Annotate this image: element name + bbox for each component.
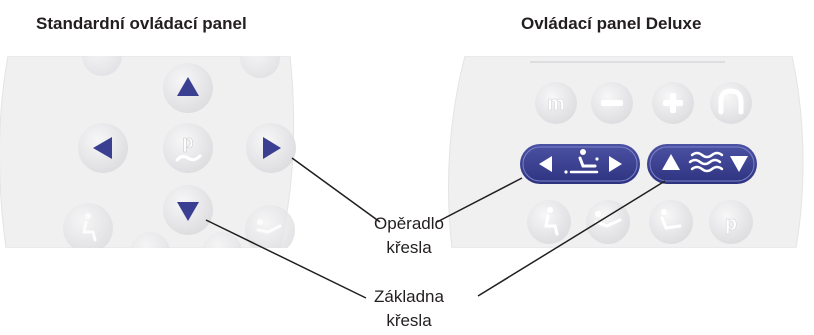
faded-sit-button xyxy=(63,203,113,248)
deluxe-sit-button xyxy=(527,200,571,244)
recline-icon xyxy=(256,219,282,234)
right-arrow-icon xyxy=(263,137,281,159)
faded-button-top-right xyxy=(240,56,280,78)
backrest-callout-line1: Opěradlo xyxy=(374,214,444,233)
recline-icon xyxy=(594,211,622,228)
minus-icon xyxy=(601,100,623,106)
backrest-left-arrow-icon xyxy=(539,156,552,172)
deluxe-panel-title: Ovládací panel Deluxe xyxy=(521,14,702,33)
leader-deluxe-backrest xyxy=(436,177,523,223)
backrest-right-arrow-icon xyxy=(609,156,622,172)
faded-partial-button-1 xyxy=(130,232,170,248)
deluxe-plus-button xyxy=(652,82,694,124)
backrest-callout-line2: křesla xyxy=(386,238,432,257)
deluxe-lift-button xyxy=(649,200,693,244)
leader-standard-base xyxy=(205,219,367,299)
deluxe-headrest-button xyxy=(710,82,752,124)
deluxe-m-button: m xyxy=(535,82,577,124)
p-glyph: p xyxy=(725,213,737,235)
headrest-icon xyxy=(718,88,744,115)
down-arrow-button[interactable] xyxy=(163,185,213,235)
faded-button-top-left xyxy=(82,56,122,76)
m-glyph: m xyxy=(547,93,565,115)
standard-panel-title: Standardní ovládací panel xyxy=(36,14,247,33)
right-arrow-button[interactable] xyxy=(246,123,296,173)
plus-icon xyxy=(663,93,683,113)
p-position-button[interactable]: p xyxy=(163,123,213,173)
base-callout-line2: křesla xyxy=(386,311,432,330)
base-up-arrow-icon xyxy=(662,154,680,170)
backrest-chair-icon xyxy=(564,149,599,174)
up-arrow-icon xyxy=(177,77,199,96)
sit-icon xyxy=(544,207,559,236)
lift-icon xyxy=(660,209,682,230)
deluxe-minus-button xyxy=(591,82,633,124)
left-arrow-icon xyxy=(93,137,112,159)
recline-wave-icon xyxy=(175,154,202,162)
faded-recline-button xyxy=(245,205,295,248)
base-callout-label: Základna křesla xyxy=(344,285,474,333)
deluxe-p-button: p xyxy=(709,200,753,244)
backrest-callout-label: Opěradlo křesla xyxy=(344,212,474,260)
standard-panel-body xyxy=(0,56,295,248)
deluxe-backrest-button[interactable] xyxy=(520,144,640,184)
base-waves-icon xyxy=(688,151,724,173)
standard-panel: p xyxy=(0,56,296,248)
base-down-arrow-icon xyxy=(730,156,748,172)
sit-icon xyxy=(82,213,97,242)
up-arrow-button[interactable] xyxy=(163,63,213,113)
deluxe-base-button[interactable] xyxy=(647,144,757,184)
leader-deluxe-base xyxy=(477,180,666,297)
base-callout-line1: Základna xyxy=(374,287,444,306)
down-arrow-icon xyxy=(177,202,199,221)
leader-standard-backrest xyxy=(291,157,381,223)
deluxe-panel: m xyxy=(448,56,804,248)
faded-partial-button-2 xyxy=(202,232,242,248)
left-arrow-button[interactable] xyxy=(78,123,128,173)
deluxe-recline-button xyxy=(586,200,630,244)
p-glyph: p xyxy=(183,132,194,152)
